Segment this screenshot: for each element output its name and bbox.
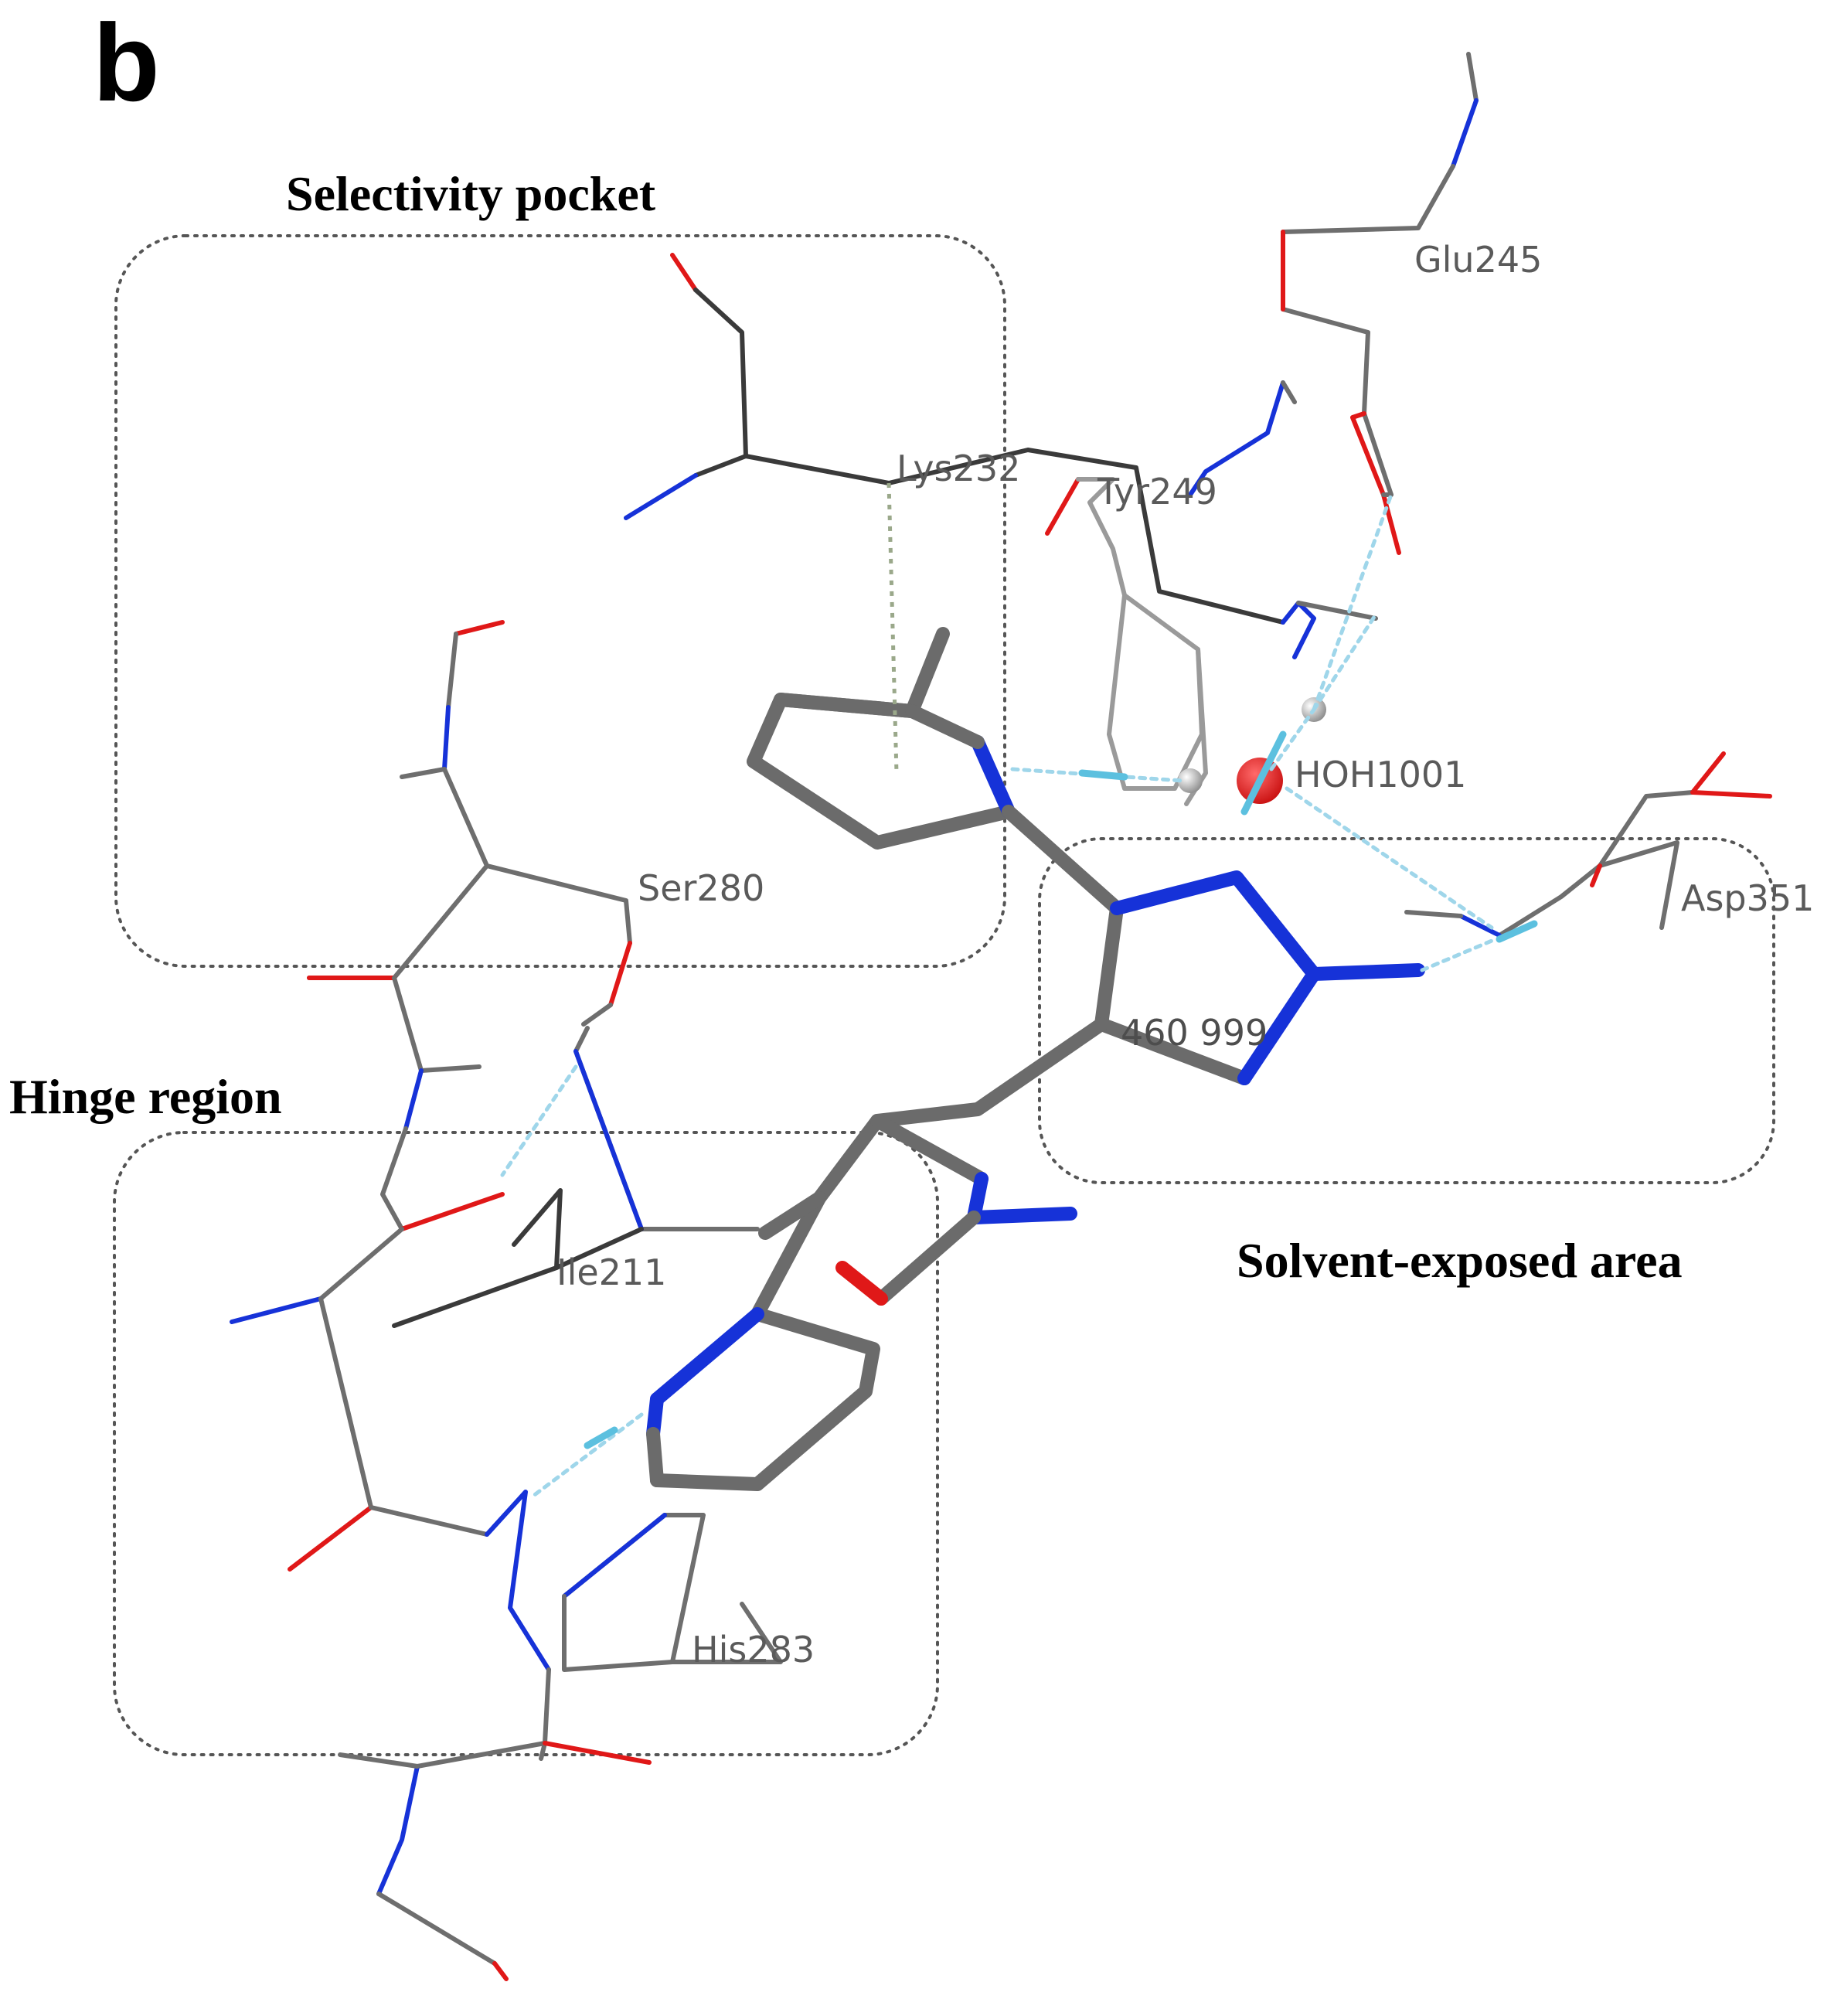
solvent-exposed-area-label: Solvent-exposed area	[1237, 1233, 1683, 1288]
ligand-molecule	[646, 627, 1425, 1491]
panel-label: b	[93, 2, 160, 124]
ligand-label: 460 999	[1121, 1012, 1268, 1054]
backbone-hinge	[230, 1126, 652, 1981]
cation-pi-interaction	[886, 482, 899, 774]
ser280-label: Ser280	[638, 867, 764, 909]
hinge-region-label: Hinge region	[9, 1069, 282, 1124]
asp351-residue	[1404, 751, 1772, 938]
lys232-residue	[624, 253, 1378, 659]
solvent-exposed-area-box	[1038, 837, 1775, 1184]
asp351-label: Asp351	[1681, 877, 1814, 919]
ser280-residue	[307, 620, 632, 1131]
water-hydrogen-2	[1178, 768, 1203, 793]
hinge-region-box	[113, 1131, 939, 1756]
selectivity-pocket-label: Selectivity pocket	[286, 166, 656, 221]
his283-residue	[562, 1513, 783, 1672]
glu245-residue	[1281, 52, 1479, 555]
selectivity-pocket-box	[114, 234, 1006, 968]
hydrogen-bonds	[500, 492, 1538, 1498]
water-label: HOH1001	[1295, 754, 1466, 795]
ile211-label: Ile211	[556, 1251, 666, 1293]
tyr249-label: Tyr249	[1097, 471, 1217, 513]
glu245-label: Glu245	[1414, 239, 1542, 281]
tyr249-residue	[1045, 380, 1297, 806]
lys232-label: Lys232	[897, 448, 1020, 489]
his283-label: His283	[692, 1629, 815, 1670]
ile211-residue	[392, 1026, 760, 1328]
